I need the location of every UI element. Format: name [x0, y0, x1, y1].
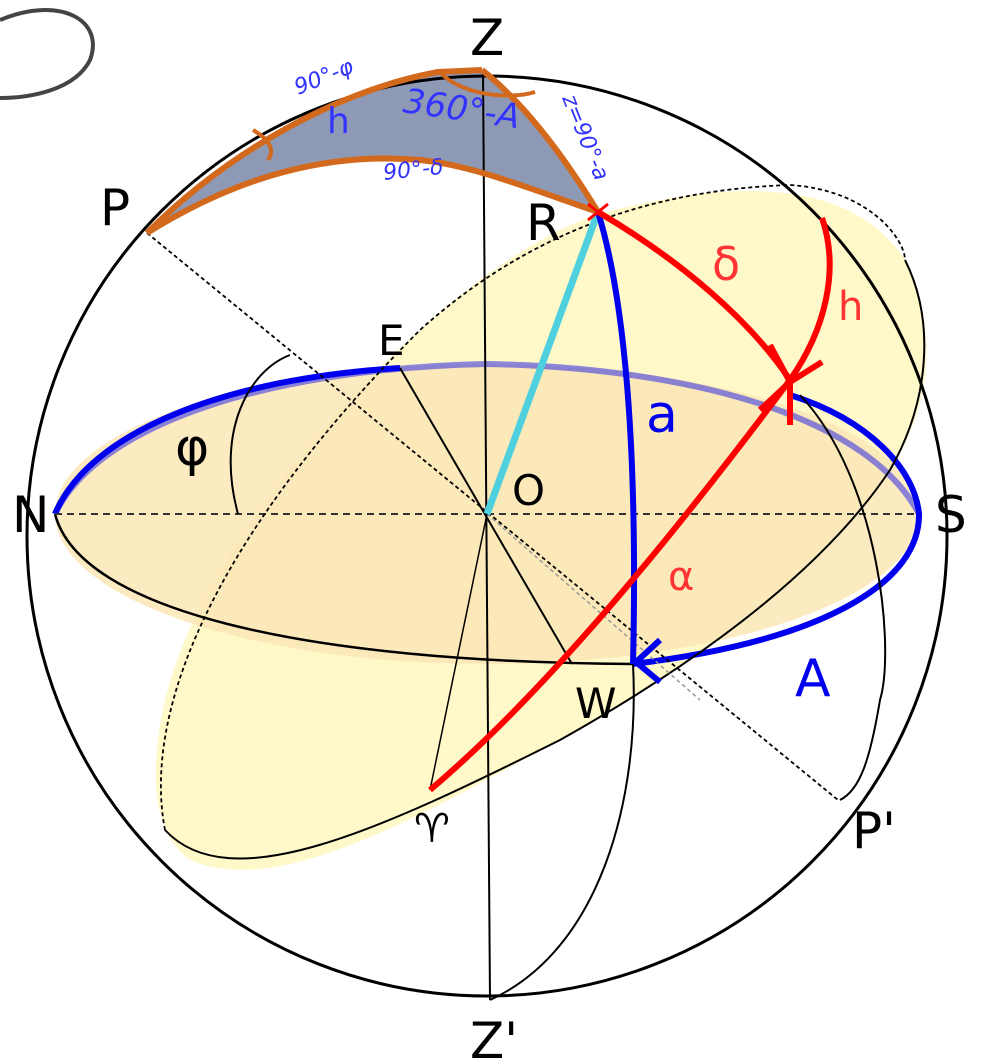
hour-angle-arc	[787, 217, 833, 382]
angle-h-arc	[251, 128, 273, 162]
spherical-triangle	[147, 70, 598, 233]
label-90-minus-phi: 90°-φ	[291, 54, 358, 100]
label-vernal-equinox: ♈	[414, 806, 450, 852]
hour-circle-lower	[799, 394, 887, 801]
arc-90-minus-phi	[144, 67, 483, 236]
label-star-R: R	[526, 194, 561, 252]
label-south-pole: P'	[852, 802, 896, 860]
label-south: S	[935, 486, 967, 544]
label-right-ascension: α	[668, 554, 694, 600]
label-altitude-a: a	[646, 385, 678, 445]
horizon-front-edge	[53, 513, 634, 666]
label-90-minus-delta: 90°-δ	[382, 155, 445, 186]
label-north-pole: P	[100, 179, 130, 237]
vertical-circle-lower	[489, 663, 635, 1001]
label-west: W	[575, 679, 617, 728]
label-zenith: Z	[470, 9, 504, 67]
azimuth-arc-A	[632, 392, 923, 667]
polar-axis	[146, 232, 839, 801]
horizon-blue-arc-left	[52, 365, 401, 516]
equator-front-edge	[164, 259, 926, 860]
label-azimuth-A: A	[795, 649, 831, 709]
angle-360-minus-A-arc	[438, 70, 536, 98]
horizon-back-arc	[52, 360, 922, 516]
label-nadir: Z'	[470, 1012, 518, 1063]
arc-zenith-distance	[480, 67, 601, 214]
latitude-angle-arc	[229, 354, 291, 515]
azimuth-arrowhead	[631, 637, 663, 685]
label-declination: δ	[712, 237, 740, 291]
stray-ellipse-fragment	[0, 8, 95, 100]
label-origin: O	[512, 466, 545, 515]
equator-back-edge	[160, 184, 906, 831]
label-latitude-phi: φ	[175, 418, 209, 478]
line-OR	[483, 210, 602, 516]
zenith-nadir-line	[482, 71, 491, 1001]
vernal-line	[429, 513, 488, 791]
label-east: E	[378, 316, 405, 365]
right-ascension-arrowhead	[757, 375, 793, 425]
right-ascension-arc	[428, 378, 793, 793]
label-hour-angle: h	[838, 284, 863, 330]
arc-90-minus-delta	[145, 155, 599, 236]
label-triangle-h: h	[327, 101, 350, 142]
hour-line	[486, 513, 701, 701]
label-north: N	[12, 486, 49, 544]
star-R-marker	[587, 202, 609, 222]
